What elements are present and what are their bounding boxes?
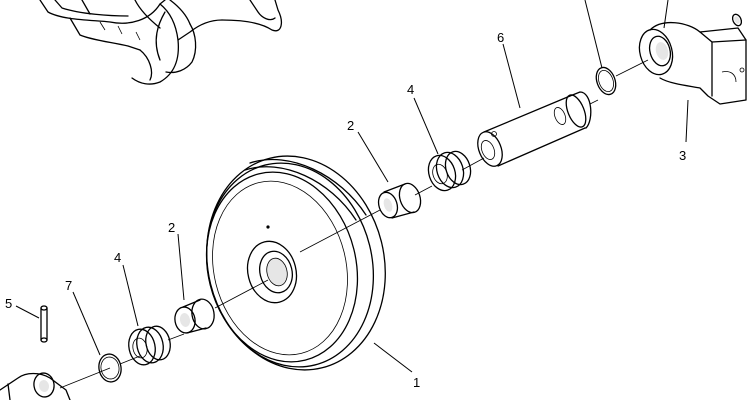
callout-1: 1 [413,375,420,390]
leader-6 [502,43,521,109]
callout-5: 5 [5,296,12,311]
leader-5 [15,305,40,319]
roll-pin-left [40,305,48,343]
leader-top-right [663,0,669,29]
callout-7: 7 [65,278,72,293]
bushing-left [174,298,215,334]
seal-right [427,150,472,192]
leader-7a [72,291,101,356]
bushing-right [377,182,422,219]
leader-1 [373,342,413,373]
track-chain [39,0,283,85]
seal-left [128,325,171,366]
leader-7b [584,0,603,69]
callout-2-right: 2 [347,118,354,133]
leader-3 [685,99,689,143]
callout-6: 6 [497,30,504,45]
bracket-right [638,22,747,105]
bracket-left [0,372,71,400]
snap-ring-right [595,66,617,96]
leader-4a [413,97,439,155]
callout-3: 3 [679,148,686,163]
callout-4-left: 4 [114,250,121,265]
leader-2b [177,233,185,301]
idler-wheel [205,155,386,371]
idler-shaft [477,91,592,167]
leader-2a [357,131,389,183]
assembly-axis-line [59,59,649,389]
bolt-top-right [731,13,743,27]
callout-4-right: 4 [407,82,414,97]
leader-4b [122,264,139,327]
snap-ring-left [98,353,122,383]
callout-2-left: 2 [168,220,175,235]
